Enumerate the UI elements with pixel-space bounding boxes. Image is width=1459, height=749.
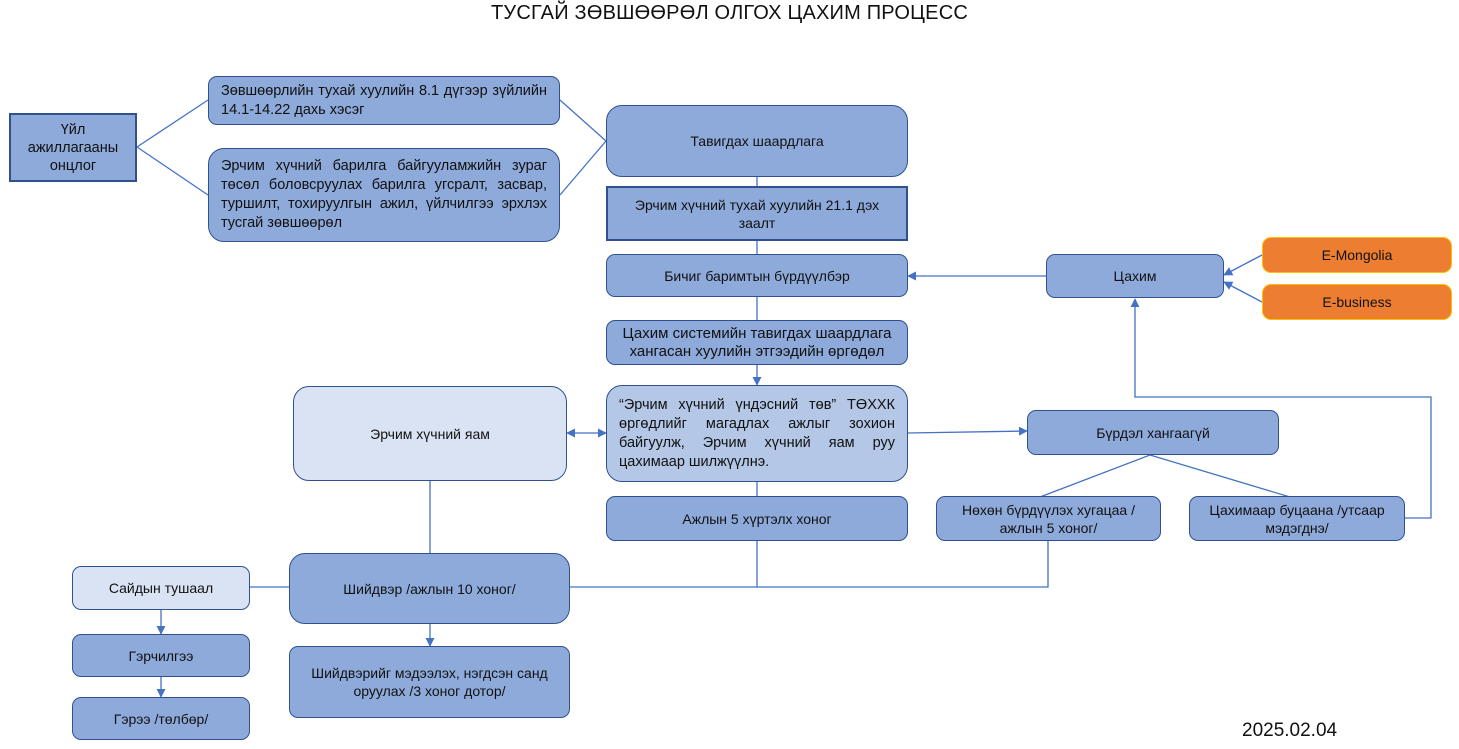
node-five-days: Ажлын 5 хүртэлх хоног [606,496,908,541]
node-requirements: Тавигдах шаардлага [606,105,908,177]
node-return-electronic-label: Цахимаар буцаана /утсаар мэдэгднэ/ [1209,501,1385,536]
date-label: 2025.02.04 [1242,720,1338,741]
node-electronic-label: Цахим [1113,268,1157,284]
node-energy-law-prohibition-label: Эрчим хүчний тухай хуулийн 21.1 дэх заал… [634,196,880,231]
node-minister-order: Сайдын тушаал [72,566,250,610]
node-law-article: Зөвшөөрлийн тухай хуулийн 8.1 дүгээр зүй… [208,76,560,125]
node-electronic: Цахим [1046,254,1224,298]
connector-scope-requirements [559,140,607,196]
node-e-business: E-business [1262,284,1452,320]
node-incomplete-label: Бүрдэл хангаагүй [1096,424,1210,441]
node-license-scope-label: Эрчим хүчний барилга байгууламжийн зураг… [221,158,547,231]
diagram-title: ТУСГАЙ ЗӨВШӨӨРӨЛ ОЛГОХ ЦАХИМ ПРОЦЕСС [491,2,968,24]
node-certificate: Гэрчилгээ [72,634,250,677]
node-return-electronic: Цахимаар буцаана /утсаар мэдэгднэ/ [1189,496,1405,541]
node-review-center: “Эрчим хүчний үндэсний төв” ТӨХХК өргөдл… [606,385,908,482]
node-e-mongolia-label: E-Mongolia [1321,247,1393,263]
node-resubmit-period-label: Нөхөн бүрдүүлэх хугацаа /ажлын 5 хоног/ [962,501,1135,536]
node-minister-order-label: Сайдын тушаал [108,580,214,596]
node-notify-decision-label: Шийдвэрийг мэдээлэх, нэгдсэн санд оруула… [311,665,548,699]
node-contract-fee-label: Гэрээ /төлбөр/ [113,710,209,727]
node-five-days-label: Ажлын 5 хүртэлх хоног [682,510,832,527]
node-document-set-label: Бичиг баримтын бүрдүүлбэр [664,267,850,284]
node-law-article-label: Зөвшөөрлийн тухай хуулийн 8.1 дүгээр зүй… [221,82,547,118]
node-decision-label: Шийдвэр /ажлын 10 хоног/ [343,580,516,597]
node-notify-decision: Шийдвэрийг мэдээлэх, нэгдсэн санд оруула… [289,646,570,718]
node-license-scope: Эрчим хүчний барилга байгууламжийн зураг… [208,148,560,242]
node-activity-feature: Үйл ажиллагааны онцлог [9,113,137,182]
arrow-review-incomplete [907,426,1028,436]
node-activity-feature-label: Үйл ажиллагааны онцлог [27,121,119,174]
node-requirements-label: Тавигдах шаардлага [690,133,824,149]
node-contract-fee: Гэрээ /төлбөр/ [72,697,250,740]
node-incomplete: Бүрдэл хангаагүй [1027,410,1279,455]
connector-resubmit-decision [757,541,1049,588]
connector-feature-scope [136,146,209,196]
node-application-label: Цахим системийн тавигдах шаардлага ханга… [622,324,892,360]
arrow-ebusiness-electronic [1223,281,1263,303]
node-application: Цахим системийн тавигдах шаардлага ханга… [606,320,908,365]
node-review-center-label: “Эрчим хүчний үндэсний төв” ТӨХХК өргөдл… [619,396,895,470]
node-document-set: Бичиг баримтын бүрдүүлбэр [606,254,908,297]
node-decision: Шийдвэр /ажлын 10 хоног/ [289,553,570,624]
node-resubmit-period: Нөхөн бүрдүүлэх хугацаа /ажлын 5 хоног/ [936,496,1161,541]
node-ministry: Эрчим хүчний яам [293,386,567,481]
connector-feature-law [136,99,209,148]
node-e-business-label: E-business [1322,294,1392,310]
connector-incomplete-return [1149,454,1291,498]
connector-law-requirements [559,99,607,142]
node-energy-law-prohibition: Эрчим хүчний тухай хуулийн 21.1 дэх заал… [606,186,908,241]
node-certificate-label: Гэрчилгээ [128,647,194,664]
connector-incomplete-resubmit [1039,454,1151,498]
node-ministry-label: Эрчим хүчний яам [370,425,490,442]
node-e-mongolia: E-Mongolia [1262,237,1452,273]
arrow-return-electronic [1130,298,1432,519]
arrow-emongolia-electronic [1223,254,1263,276]
